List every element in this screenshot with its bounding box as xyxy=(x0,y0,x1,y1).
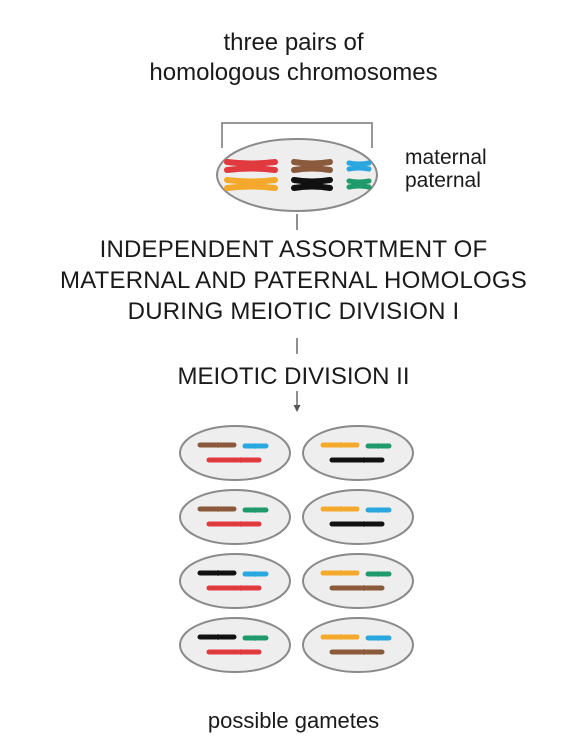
gamete-membrane xyxy=(302,489,414,545)
gamete-bottom-chromosome xyxy=(329,585,385,591)
gamete-short-chromosome xyxy=(365,571,392,577)
gamete-cell xyxy=(179,553,291,609)
gamete-bottom-chromosome xyxy=(206,457,262,463)
gamete-cell xyxy=(302,617,414,673)
stage1-line-1: INDEPENDENT ASSORTMENT OF xyxy=(99,236,488,263)
gamete-cells xyxy=(179,425,414,673)
arrow-head xyxy=(293,405,301,412)
gamete-bottom-chromosome xyxy=(329,521,385,527)
gamete-cell xyxy=(179,425,291,481)
paternal-short-chromosome xyxy=(346,178,372,190)
gamete-membrane xyxy=(179,489,291,545)
gamete-membrane xyxy=(302,617,414,673)
gamete-top-chromosome xyxy=(320,570,360,576)
title-line-1: three pairs of xyxy=(223,29,364,56)
legend: maternal paternal xyxy=(405,146,487,192)
gamete-short-chromosome xyxy=(242,443,269,449)
stage1-line-2: MATERNAL AND PATERNAL HOMOLOGS xyxy=(60,267,527,294)
gamete-cell xyxy=(302,425,414,481)
gamete-bottom-chromosome xyxy=(206,585,262,591)
gamete-bottom-chromosome xyxy=(329,457,385,463)
legend-paternal: paternal xyxy=(405,169,481,192)
gamete-membrane xyxy=(179,425,291,481)
gamete-top-chromosome xyxy=(197,442,237,448)
diagram-title: three pairs of homologous chromosomes xyxy=(0,28,587,88)
stage-meiotic-division-2: MEIOTIC DIVISION II xyxy=(177,363,410,390)
gamete-membrane xyxy=(179,553,291,609)
gamete-short-chromosome xyxy=(365,635,392,641)
bracket xyxy=(221,122,373,148)
stage1-line-3: DURING MEIOTIC DIVISION I xyxy=(127,298,460,325)
gamete-membrane xyxy=(302,425,414,481)
gamete-short-chromosome xyxy=(242,507,269,513)
gamete-bottom-chromosome xyxy=(206,649,262,655)
gamete-short-chromosome xyxy=(365,443,392,449)
gamete-short-chromosome xyxy=(242,571,269,577)
maternal-long-chromosome xyxy=(224,159,278,173)
gamete-short-chromosome xyxy=(242,635,269,641)
gamete-top-chromosome xyxy=(197,570,237,576)
footer-caption: possible gametes xyxy=(207,708,380,733)
maternal-medium-chromosome xyxy=(291,159,333,173)
gamete-short-chromosome xyxy=(365,507,392,513)
gamete-top-chromosome xyxy=(320,634,360,640)
maternal-short-chromosome xyxy=(346,160,372,172)
parent-cell xyxy=(216,138,378,212)
gamete-top-chromosome xyxy=(320,506,360,512)
gamete-cell xyxy=(179,617,291,673)
gamete-bottom-chromosome xyxy=(329,649,385,655)
gamete-bottom-chromosome xyxy=(206,521,262,527)
gamete-cell xyxy=(302,489,414,545)
gamete-top-chromosome xyxy=(197,634,237,640)
gamete-membrane xyxy=(302,553,414,609)
gamete-top-chromosome xyxy=(197,506,237,512)
gamete-cell xyxy=(179,489,291,545)
gamete-top-chromosome xyxy=(320,442,360,448)
parent-chromosomes xyxy=(224,159,372,191)
paternal-medium-chromosome xyxy=(291,177,333,191)
paternal-long-chromosome xyxy=(224,177,278,191)
title-line-2: homologous chromosomes xyxy=(149,59,438,86)
gamete-membrane xyxy=(179,617,291,673)
stage-meiotic-division-1: INDEPENDENT ASSORTMENT OF MATERNAL AND P… xyxy=(0,234,587,327)
gamete-cell xyxy=(302,553,414,609)
legend-maternal: maternal xyxy=(405,146,487,169)
